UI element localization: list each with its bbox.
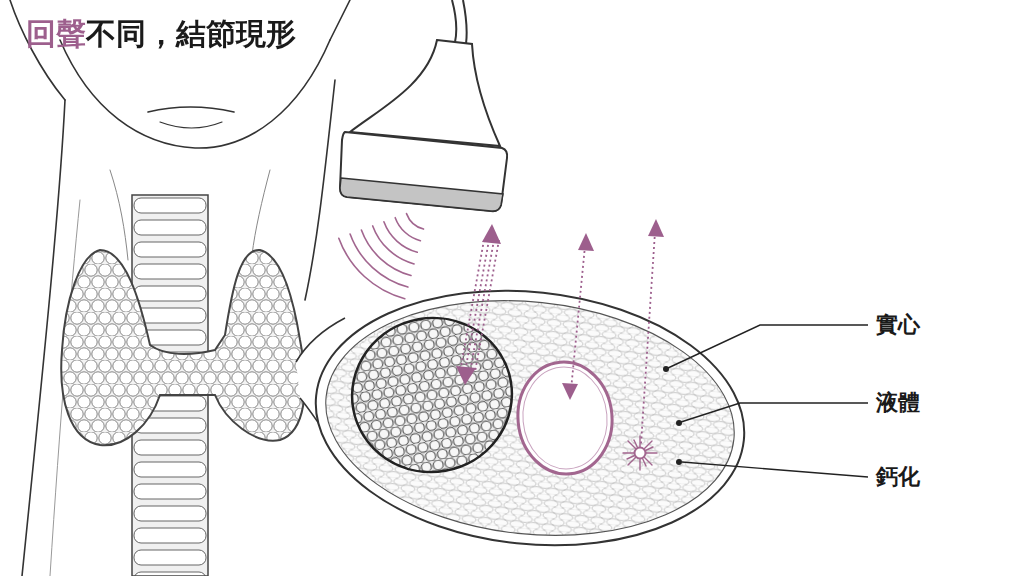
figure-title: 回聲不同，結節現形 [26,16,296,52]
part-label: 實心 [874,312,922,338]
part-label: 液體 [874,390,922,416]
part-label: 鈣化 [874,464,922,490]
